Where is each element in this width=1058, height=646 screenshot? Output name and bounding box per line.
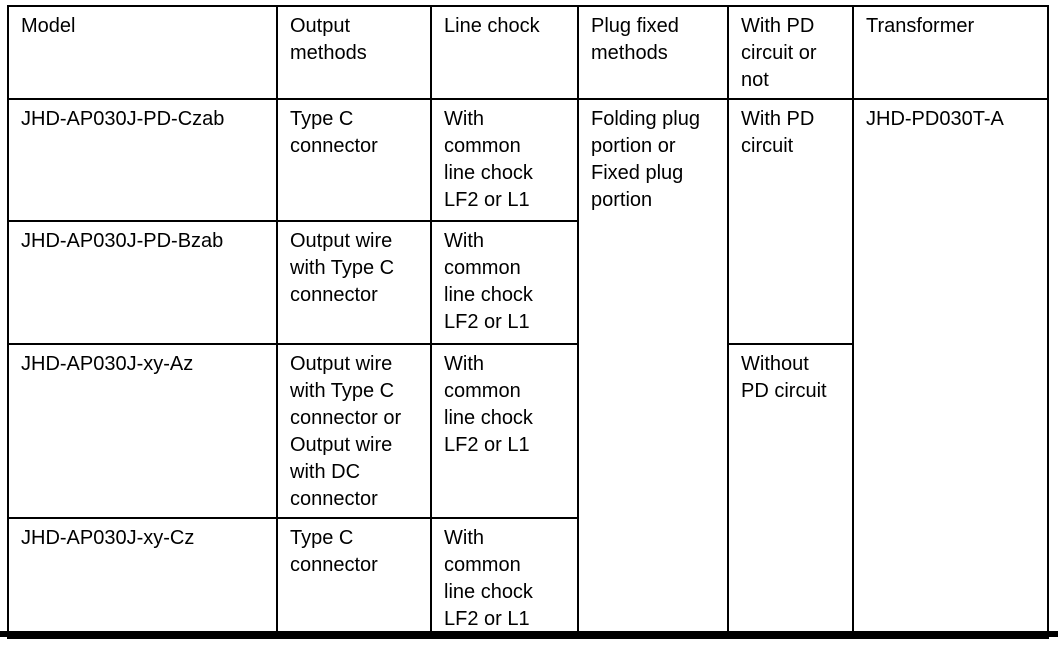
column-header-plug-fixed-methods: Plug fixed methods <box>577 5 729 100</box>
column-header-line-chock: Line chock <box>430 5 579 100</box>
model-cell: JHD-AP030J-xy-Cz <box>7 517 278 639</box>
plug-fixed-methods-cell: Folding plug portion or Fixed plug porti… <box>577 98 729 639</box>
column-header-output-methods: Output methods <box>276 5 432 100</box>
without-pd-circuit-cell: Without PD circuit <box>727 343 854 639</box>
table-row: JHD-AP030J-PD-Czab Type C connector With… <box>7 98 1049 639</box>
column-header-transformer: Transformer <box>852 5 1049 100</box>
column-header-model: Model <box>7 5 278 100</box>
page-bottom-rule <box>0 631 1058 637</box>
spec-table: Model Output methods Line chock Plug fix… <box>7 5 1049 639</box>
line-chock-cell: With common line chock LF2 or L1 <box>430 220 579 345</box>
table-row: JHD-AP030J-xy-Cz Type C connector With c… <box>7 517 1048 639</box>
table-row: JHD-AP030J-PD-Bzab Output wire with Type… <box>7 220 1048 345</box>
output-methods-cell: Type C connector <box>276 517 432 639</box>
line-chock-cell: With common line chock LF2 or L1 <box>430 343 579 519</box>
line-chock-cell: With common line chock LF2 or L1 <box>430 517 579 639</box>
line-chock-cell: With common line chock LF2 or L1 <box>430 98 579 222</box>
model-cell: JHD-AP030J-xy-Az <box>7 343 278 519</box>
model-cell: JHD-AP030J-PD-Czab <box>7 98 278 222</box>
output-methods-cell: Output wire with Type C connector <box>276 220 432 345</box>
column-header-pd-circuit: With PD circuit or not <box>727 5 854 100</box>
output-methods-cell: Type C connector <box>276 98 432 222</box>
model-cell: JHD-AP030J-PD-Bzab <box>7 220 278 345</box>
output-methods-cell: Output wire with Type C connector or Out… <box>276 343 432 519</box>
with-pd-circuit-cell: With PD circuit <box>727 98 854 345</box>
header-row: Model Output methods Line chock Plug fix… <box>7 5 1049 100</box>
table-row: JHD-AP030J-xy-Az Output wire with Type C… <box>7 343 1048 639</box>
transformer-cell: JHD-PD030T-A <box>852 98 1049 639</box>
